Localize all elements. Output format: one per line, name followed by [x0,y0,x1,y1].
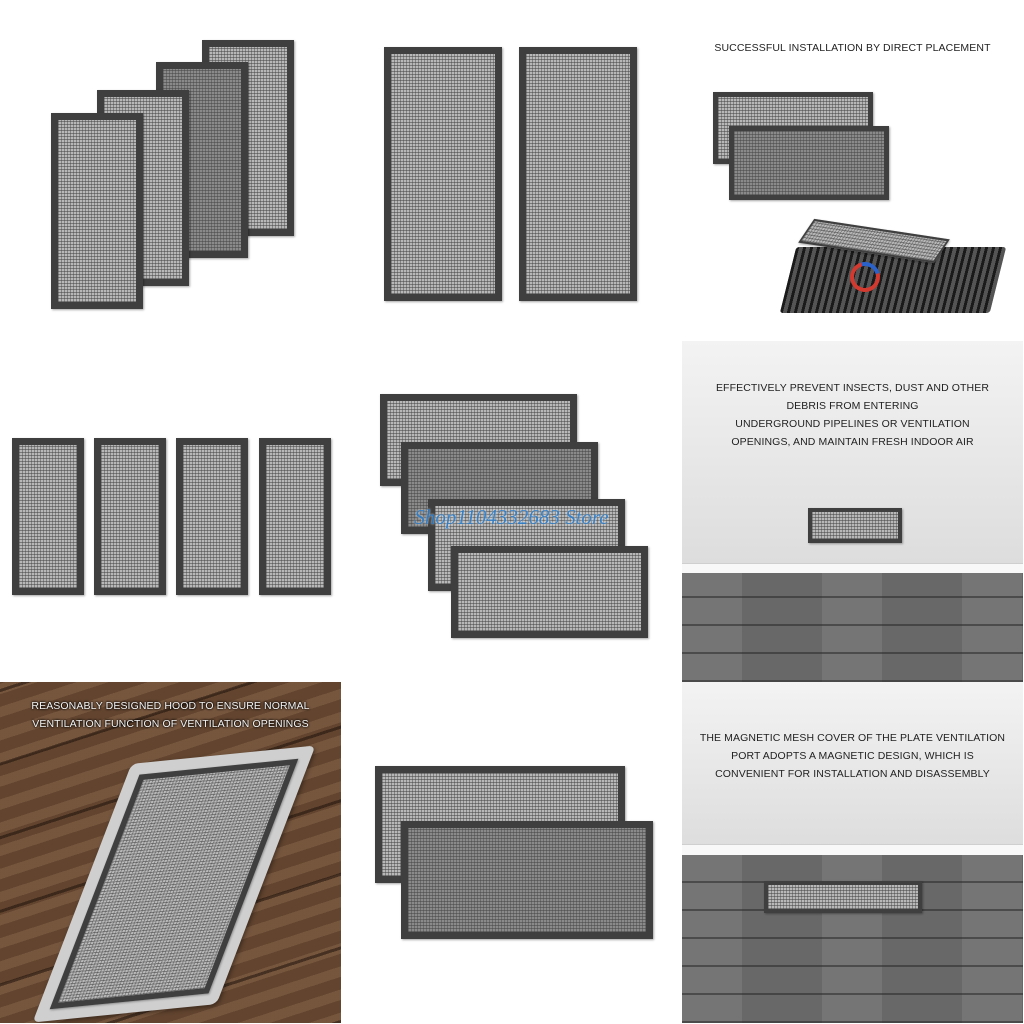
tile-four-covers-row [0,341,341,682]
mesh-cover [12,438,84,595]
wall [682,682,1023,854]
mesh-cover [519,47,637,301]
tile-two-covers [341,0,682,341]
tile-wood-floor: REASONABLY DESIGNED HOOD TO ENSURE NORMA… [0,682,341,1023]
mesh-cover [401,821,653,939]
wall-vent-cover [808,508,902,543]
caption: REASONABLY DESIGNED HOOD TO ENSURE NORMA… [31,700,310,730]
caption: SUCCESSFUL INSTALLATION BY DIRECT PLACEM… [714,42,991,54]
tile-four-covers-stacked: Shop1104332683 Store [341,341,682,682]
tile-wall-scene: EFFECTIVELY PREVENT INSECTS, DUST AND OT… [682,341,1023,682]
tile-two-horizontal-covers [341,682,682,1023]
mesh-cover [176,438,248,595]
caption: THE MAGNETIC MESH COVER OF THE PLATE VEN… [699,732,1006,780]
baseboard [682,844,1023,857]
mesh-cover [384,47,502,301]
store-watermark: Shop1104332683 Store [414,505,609,529]
mesh-cover [729,126,889,200]
baseboard [682,563,1023,574]
floor-vent-cover [764,881,922,913]
tile-four-stacked-covers [0,0,341,341]
mesh-cover [51,113,143,309]
caption: EFFECTIVELY PREVENT INSECTS, DUST AND OT… [715,382,990,448]
mesh-cover [451,546,648,638]
mesh-cover [259,438,331,595]
tile-installation: SUCCESSFUL INSTALLATION BY DIRECT PLACEM… [682,0,1023,341]
wood-floor [682,573,1023,682]
mesh-cover [94,438,166,595]
tile-floor-scene: THE MAGNETIC MESH COVER OF THE PLATE VEN… [682,682,1023,1023]
